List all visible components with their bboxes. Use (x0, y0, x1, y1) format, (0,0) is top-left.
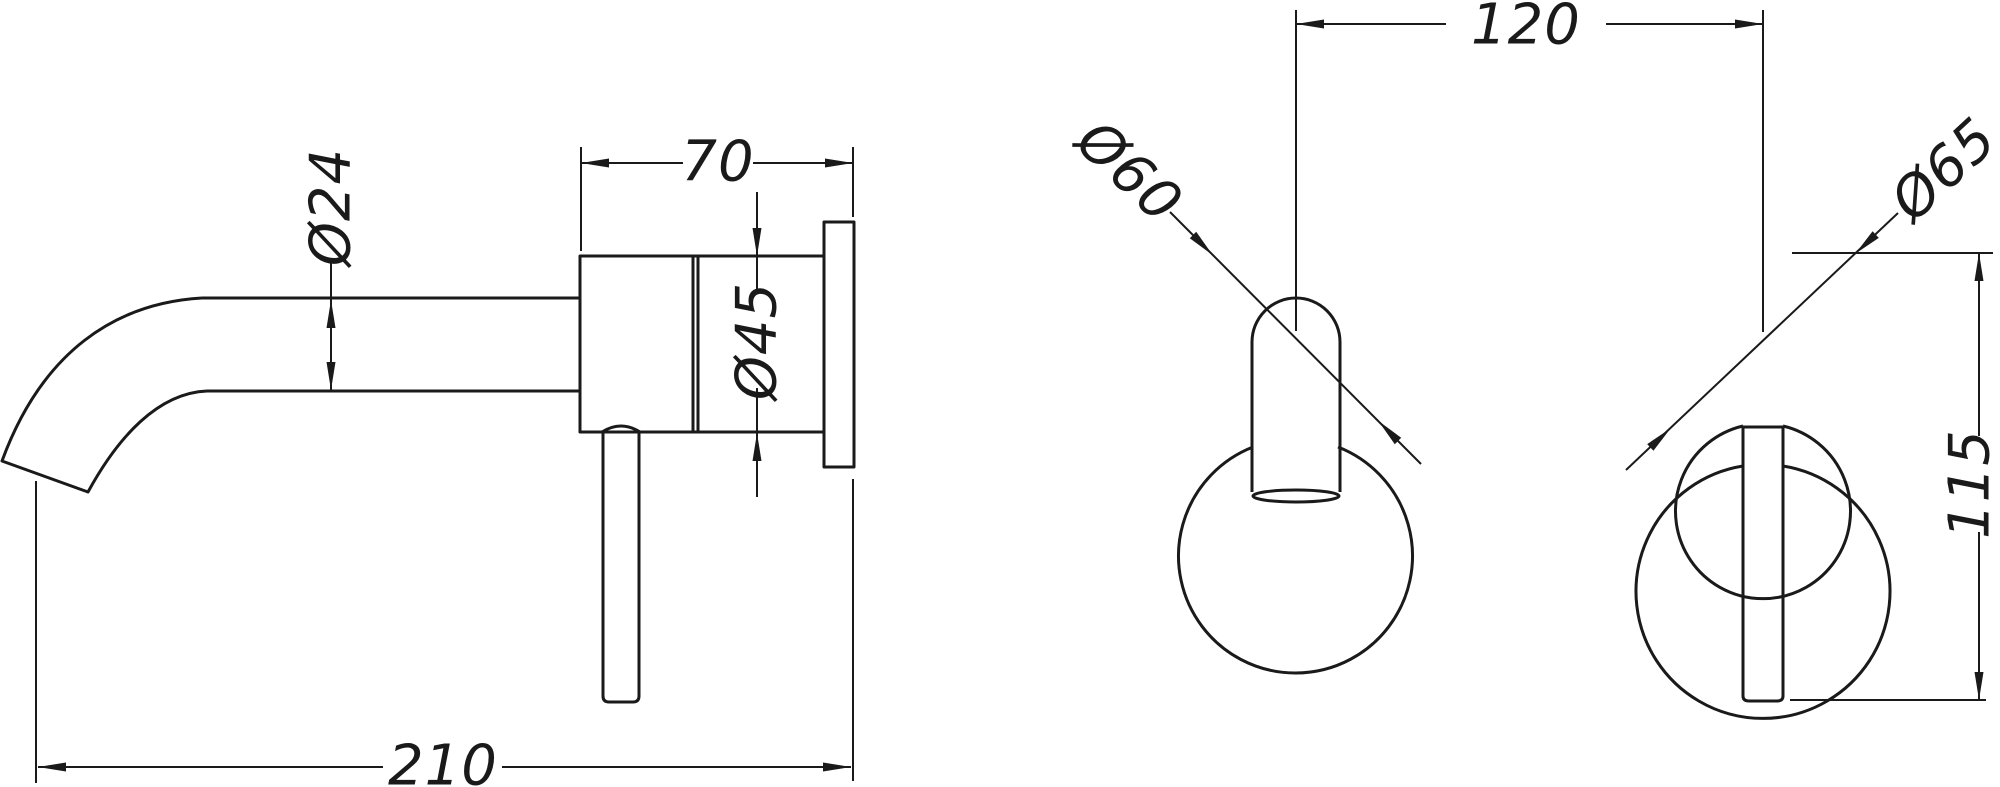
arrow-diagonal-icon (1189, 231, 1213, 256)
dim-body-depth: 70 (580, 130, 854, 251)
arrow-right-icon (1735, 19, 1763, 29)
dim-spout-escutcheon-diameter: Ø60 (1062, 107, 1422, 465)
arrow-diagonal-icon (1855, 231, 1879, 254)
spout-outlet-ellipse (1251, 488, 1341, 504)
dim-handle-escutcheon-diameter: Ø65 (1625, 106, 2000, 471)
dim-label-spout-diameter: Ø24 (299, 148, 364, 268)
arrow-down-icon (752, 228, 762, 256)
arrow-up-icon (752, 433, 762, 461)
spout-outline (0, 296, 208, 494)
dim-spout-tube-diameter: Ø24 (299, 148, 364, 390)
arrow-down-icon (326, 362, 336, 390)
spout-front-dome-arc (1250, 296, 1342, 343)
side-view-dimensions: Ø24 70 Ø45 (35, 130, 854, 787)
arrow-up-icon (1974, 253, 1984, 281)
arrow-left-icon (38, 762, 66, 772)
front-view-dimensions: 120 Ø60 Ø65 (1062, 0, 2000, 701)
handle-lever-side (601, 432, 641, 704)
arrow-left-icon (1296, 19, 1324, 29)
arrow-right-icon (825, 158, 853, 168)
arrow-up-icon (326, 300, 336, 328)
dim-handle-drop: 115 (1790, 252, 2000, 701)
arrow-right-icon (823, 762, 851, 772)
front-views (1177, 10, 1892, 720)
handle-shoulder-arc (601, 424, 641, 434)
arrow-diagonal-icon (1647, 428, 1671, 451)
wall-flange (822, 220, 856, 469)
arrow-diagonal-icon (1378, 420, 1402, 445)
arrow-down-icon (1974, 672, 1984, 700)
handle-front-view (1634, 424, 1892, 720)
arrow-left-icon (581, 158, 609, 168)
dim-hole-centres: 120 (1296, 0, 1763, 58)
handle-boss-inner-circle (1674, 424, 1852, 601)
handle-escutcheon-outer-circle (1634, 464, 1892, 720)
dim-label-handle-drop: 115 (1938, 429, 2000, 539)
dim-body-diameter: Ø45 (725, 192, 790, 497)
dim-label-body-depth: 70 (681, 130, 754, 195)
spout-front-view (1177, 296, 1414, 675)
side-view (0, 220, 856, 704)
dim-spout-reach: 210 (35, 479, 854, 787)
spout-escutcheon-circle (1177, 445, 1414, 675)
dim-label-spout-reach: 210 (388, 734, 498, 787)
handle-lever-front (1741, 427, 1785, 703)
leader-line (1625, 212, 1899, 471)
dim-label-body-diameter: Ø45 (725, 282, 790, 402)
dim-label-hole-centres: 120 (1471, 0, 1581, 58)
